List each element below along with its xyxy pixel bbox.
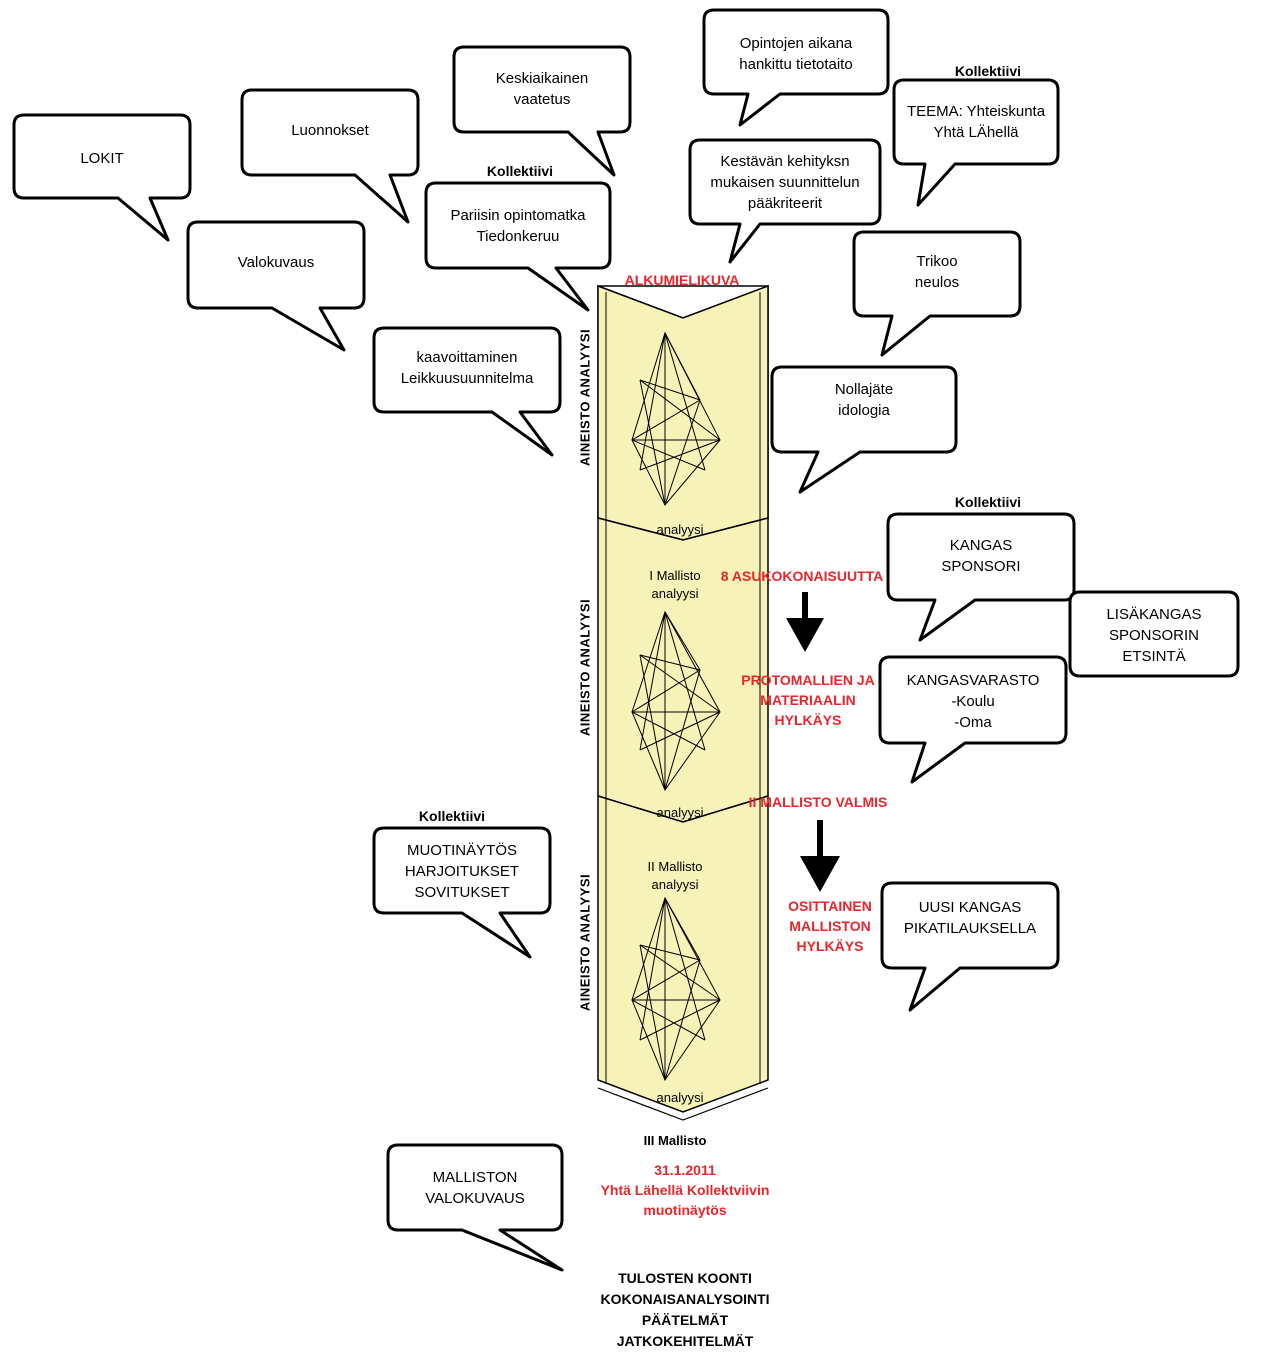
asukokonaisuutta-label: 8 ASUKOKONAISUUTTA [720,568,884,584]
bubble-kangas [886,512,1076,642]
bubble-opintojen-text: Opintojen aikana hankittu tietotaito [739,35,853,73]
bubble-lisakangas-text: LISÄKANGAS SPONSORIN ETSINTÄ [1106,605,1202,665]
bubble-nollajate-text: Nollajäte idologia [834,381,894,419]
bubble-kestavan [688,138,882,264]
osittainen-label: OSITTAINEN MALLISTON HYLKÄYS [788,898,872,954]
vertical-label-1: AINEISTO ANALYYSI [577,328,593,467]
bubble-pariisin [424,181,612,312]
final-summary: TULOSTEN KOONTI KOKONAISANALYSOINTI PÄÄT… [600,1270,770,1349]
bubble-pariisin-text: Pariisin opintomatka Tiedonkeruu [450,207,586,245]
analyysi-label-1: analyysi [656,522,704,537]
network-diamond-3 [631,896,721,1082]
kollektiivi-label-teema: Kollektiivi [954,63,1022,79]
analysis-column [597,284,769,1121]
bubble-trikoo [852,230,1022,357]
bubble-lisakangas [1068,590,1240,678]
bubble-teema-text: TEEMA: Yhteiskunta Yhtä LÄhellä [906,103,1046,141]
network-diamond-2 [631,610,721,792]
mallisto-valmis-label: II MALLISTO VALMIS [748,794,888,810]
mallisto-2-label: II Mallisto analyysi [647,859,703,892]
bubble-teema [892,78,1060,207]
bubble-kangas-text: KANGAS SPONSORI [941,537,1021,575]
bubble-keskiaikainen [452,45,632,177]
protomallien-label: PROTOMALLIEN JA MATERIAALIN HYLKÄYS [741,672,875,728]
bubble-kaavoittaminen-text: kaavoittaminen Leikkuusuunnitelma [400,349,534,387]
bubble-luonnokset [240,88,420,224]
column-segment-3 [597,794,769,1113]
analyysi-label-3: analyysi [656,1090,704,1105]
bubble-nollajate [770,365,958,494]
kollektiivi-label-pariisin: Kollektiivi [486,163,554,179]
bubble-keskiaikainen-text: Keskiaikainen vaatetus [495,70,589,108]
bubble-uusikangas-text: UUSI KANGAS PIKATILAUKSELLA [903,899,1037,937]
bubble-kestavan-text: Kestävän kehityksn mukaisen suunnittelun… [710,152,860,212]
bubble-lokit-text: LOKIT [80,149,124,167]
network-diamond-1 [631,331,721,506]
bubble-muotinaytos [372,826,552,959]
bubble-trikoo-text: Trikoo neulos [914,253,960,291]
bubble-valokuvaus [186,220,366,352]
kollektiivi-label-muotinaytos: Kollektiivi [418,808,486,824]
down-arrow-2 [800,820,840,892]
vertical-label-3: AINEISTO ANALYYSI [577,873,593,1012]
vertical-label-2: AINEISTO ANALYYSI [577,598,593,737]
bubble-kaavoittaminen [372,326,562,457]
bubble-valokuvaus-text: Valokuvaus [237,253,315,271]
alkumielikuva-label: ALKUMIELIKUVA [624,272,740,288]
bubble-kangasvarasto [878,655,1068,784]
bubble-malliston-text: MALLISTON VALOKUVAUS [425,1169,525,1207]
kollektiivi-label-kangas: Kollektiivi [954,494,1022,510]
date-event-label: 31.1.2011 Yhtä Lähellä Kollektviivin muo… [600,1162,770,1218]
column-bottom-edge [597,1087,769,1121]
bubble-lokit [12,113,192,242]
column-segment-1-fill [597,284,769,541]
bubble-opintojen [702,8,890,127]
analyysi-label-2: analyysi [656,805,704,820]
mallisto-3-label: III Mallisto [643,1133,707,1148]
down-arrow-1 [786,592,824,652]
bubble-muotinaytos-text: MUOTINÄYTÖS HARJOITUKSET SOVITUKSET [404,841,520,901]
bubble-kangasvarasto-text: KANGASVARASTO -Koulu -Oma [906,671,1040,731]
bubble-uusikangas [880,881,1060,1012]
bubble-luonnokset-text: Luonnokset [291,121,369,139]
bubble-malliston [386,1143,564,1272]
mallisto-1-label: I Mallisto analyysi [649,568,701,601]
